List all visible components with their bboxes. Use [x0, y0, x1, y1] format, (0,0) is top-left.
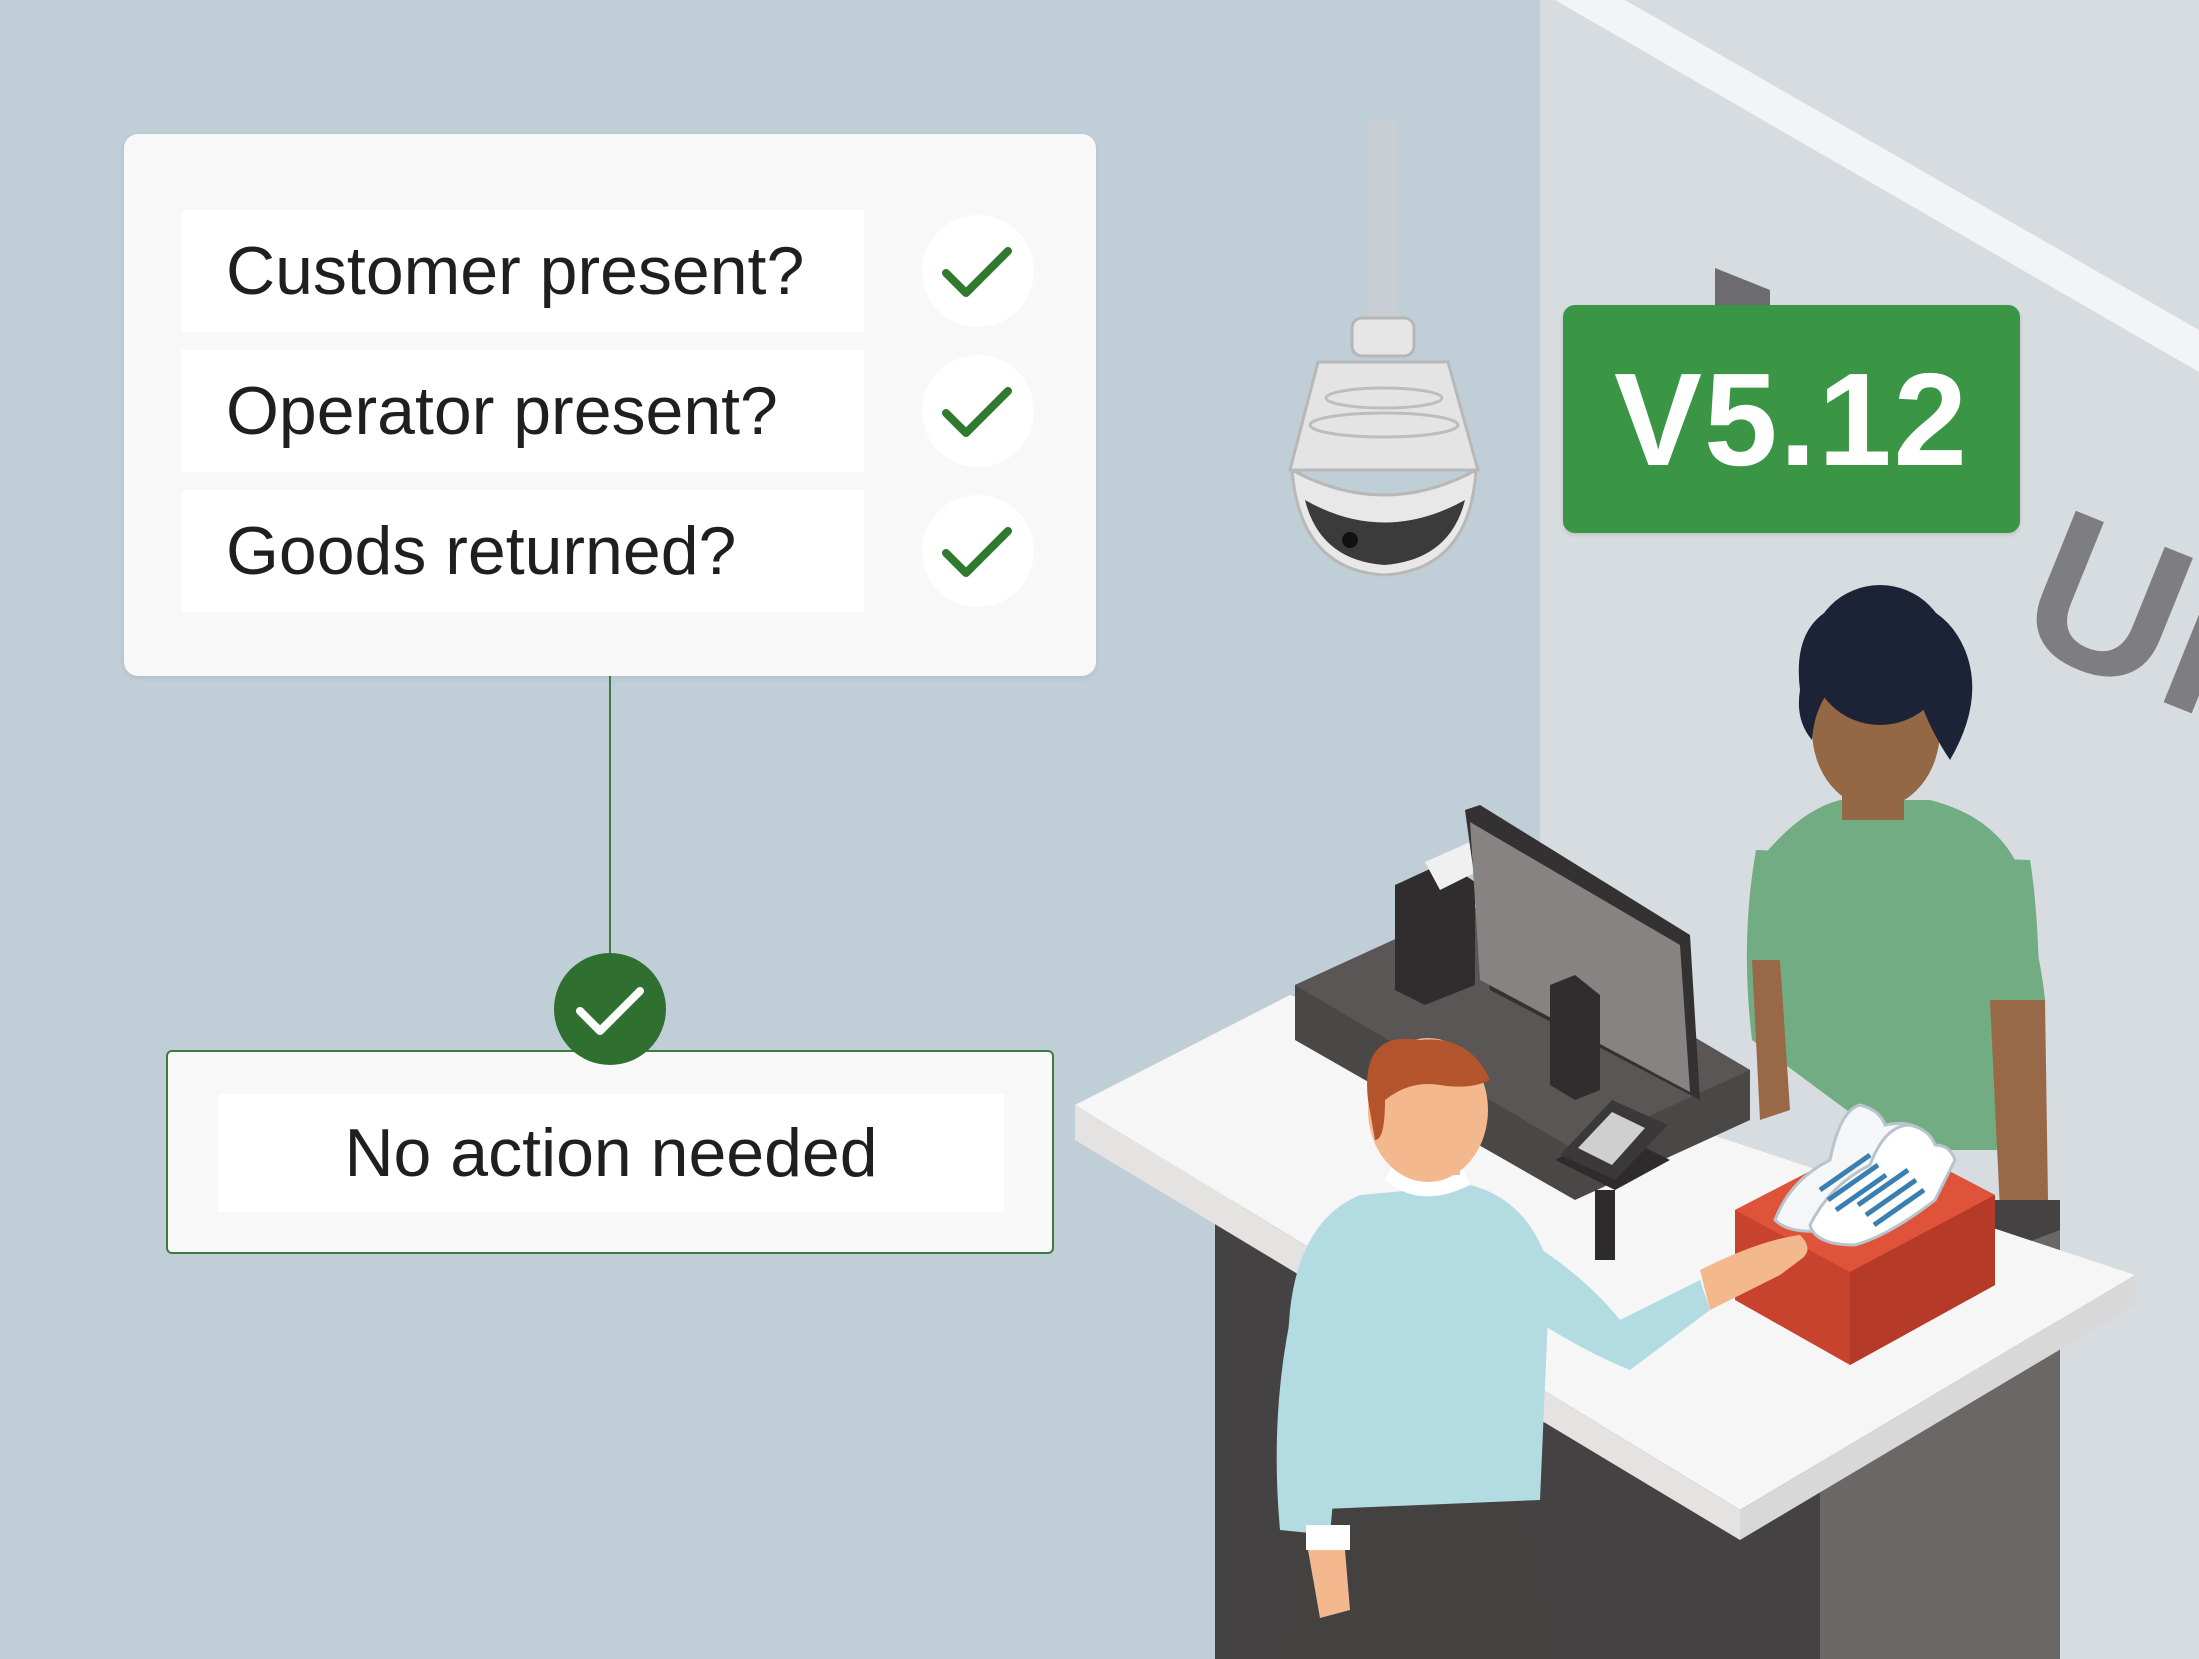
checklist-card: Customer present? Operator present? Good… [124, 134, 1096, 676]
wall-sign-piece [1715, 268, 1770, 305]
checklist-item-customer-present: Customer present? [182, 210, 1034, 332]
checklist-item-goods-returned: Goods returned? [182, 490, 1034, 612]
security-camera-icon [1288, 120, 1480, 577]
check-icon [922, 215, 1034, 327]
card-reader-icon [1555, 1100, 1670, 1260]
checklist-item-label: Operator present? [182, 350, 864, 472]
check-icon [922, 355, 1034, 467]
result-card: No action needed [166, 1050, 1054, 1254]
ceiling-edge [1555, 0, 2199, 372]
flow-connector-line [609, 676, 611, 956]
checklist-item-label: Customer present? [182, 210, 864, 332]
result-label: No action needed [218, 1094, 1004, 1212]
checklist-item-operator-present: Operator present? [182, 350, 1034, 472]
sneakers-icon [1773, 1103, 1957, 1247]
checklist-item-label: Goods returned? [182, 490, 864, 612]
version-badge: V5.12 [1563, 305, 2020, 533]
customer-figure [1276, 1038, 1808, 1659]
check-icon [554, 953, 666, 1065]
operator-figure [1746, 585, 2048, 1210]
check-icon [922, 495, 1034, 607]
